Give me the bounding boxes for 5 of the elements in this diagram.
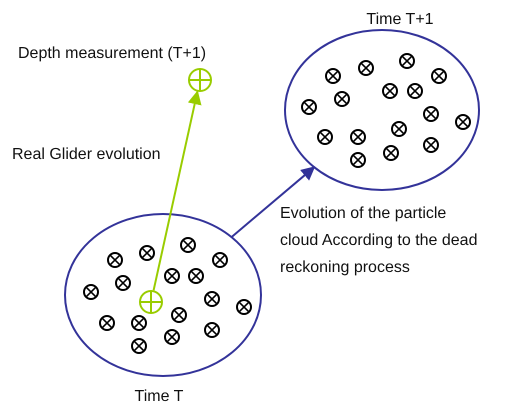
arrow: [230, 166, 316, 238]
arrow: [152, 90, 202, 291]
measurement-label: Depth measurement (T+1): [18, 44, 206, 63]
time-label: Time T+1: [365, 10, 434, 29]
time-label: Time T: [134, 387, 184, 406]
